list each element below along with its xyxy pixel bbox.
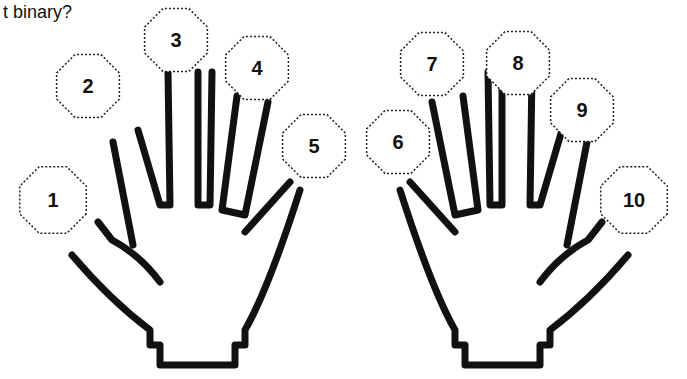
finger-number: 9 <box>546 74 618 146</box>
finger-number: 1 <box>15 162 91 238</box>
finger-number: 2 <box>52 50 124 122</box>
left-hand <box>72 72 300 365</box>
finger-octagon: 7 <box>396 28 468 100</box>
finger-octagon: 3 <box>140 4 212 76</box>
finger-octagon: 4 <box>221 32 293 104</box>
finger-octagon: 9 <box>546 74 618 146</box>
finger-octagon: 5 <box>278 110 350 182</box>
finger-octagon: 6 <box>362 106 434 178</box>
finger-number: 3 <box>140 4 212 76</box>
finger-number: 4 <box>221 32 293 104</box>
right-hand <box>400 72 628 365</box>
finger-octagon: 1 <box>15 162 91 238</box>
finger-octagon: 8 <box>482 27 554 99</box>
finger-number: 10 <box>596 162 672 238</box>
finger-number: 6 <box>362 106 434 178</box>
finger-number: 5 <box>278 110 350 182</box>
finger-octagon: 2 <box>52 50 124 122</box>
question-fragment: t binary? <box>3 2 72 23</box>
finger-number: 7 <box>396 28 468 100</box>
finger-number: 8 <box>482 27 554 99</box>
finger-octagon: 10 <box>596 162 672 238</box>
